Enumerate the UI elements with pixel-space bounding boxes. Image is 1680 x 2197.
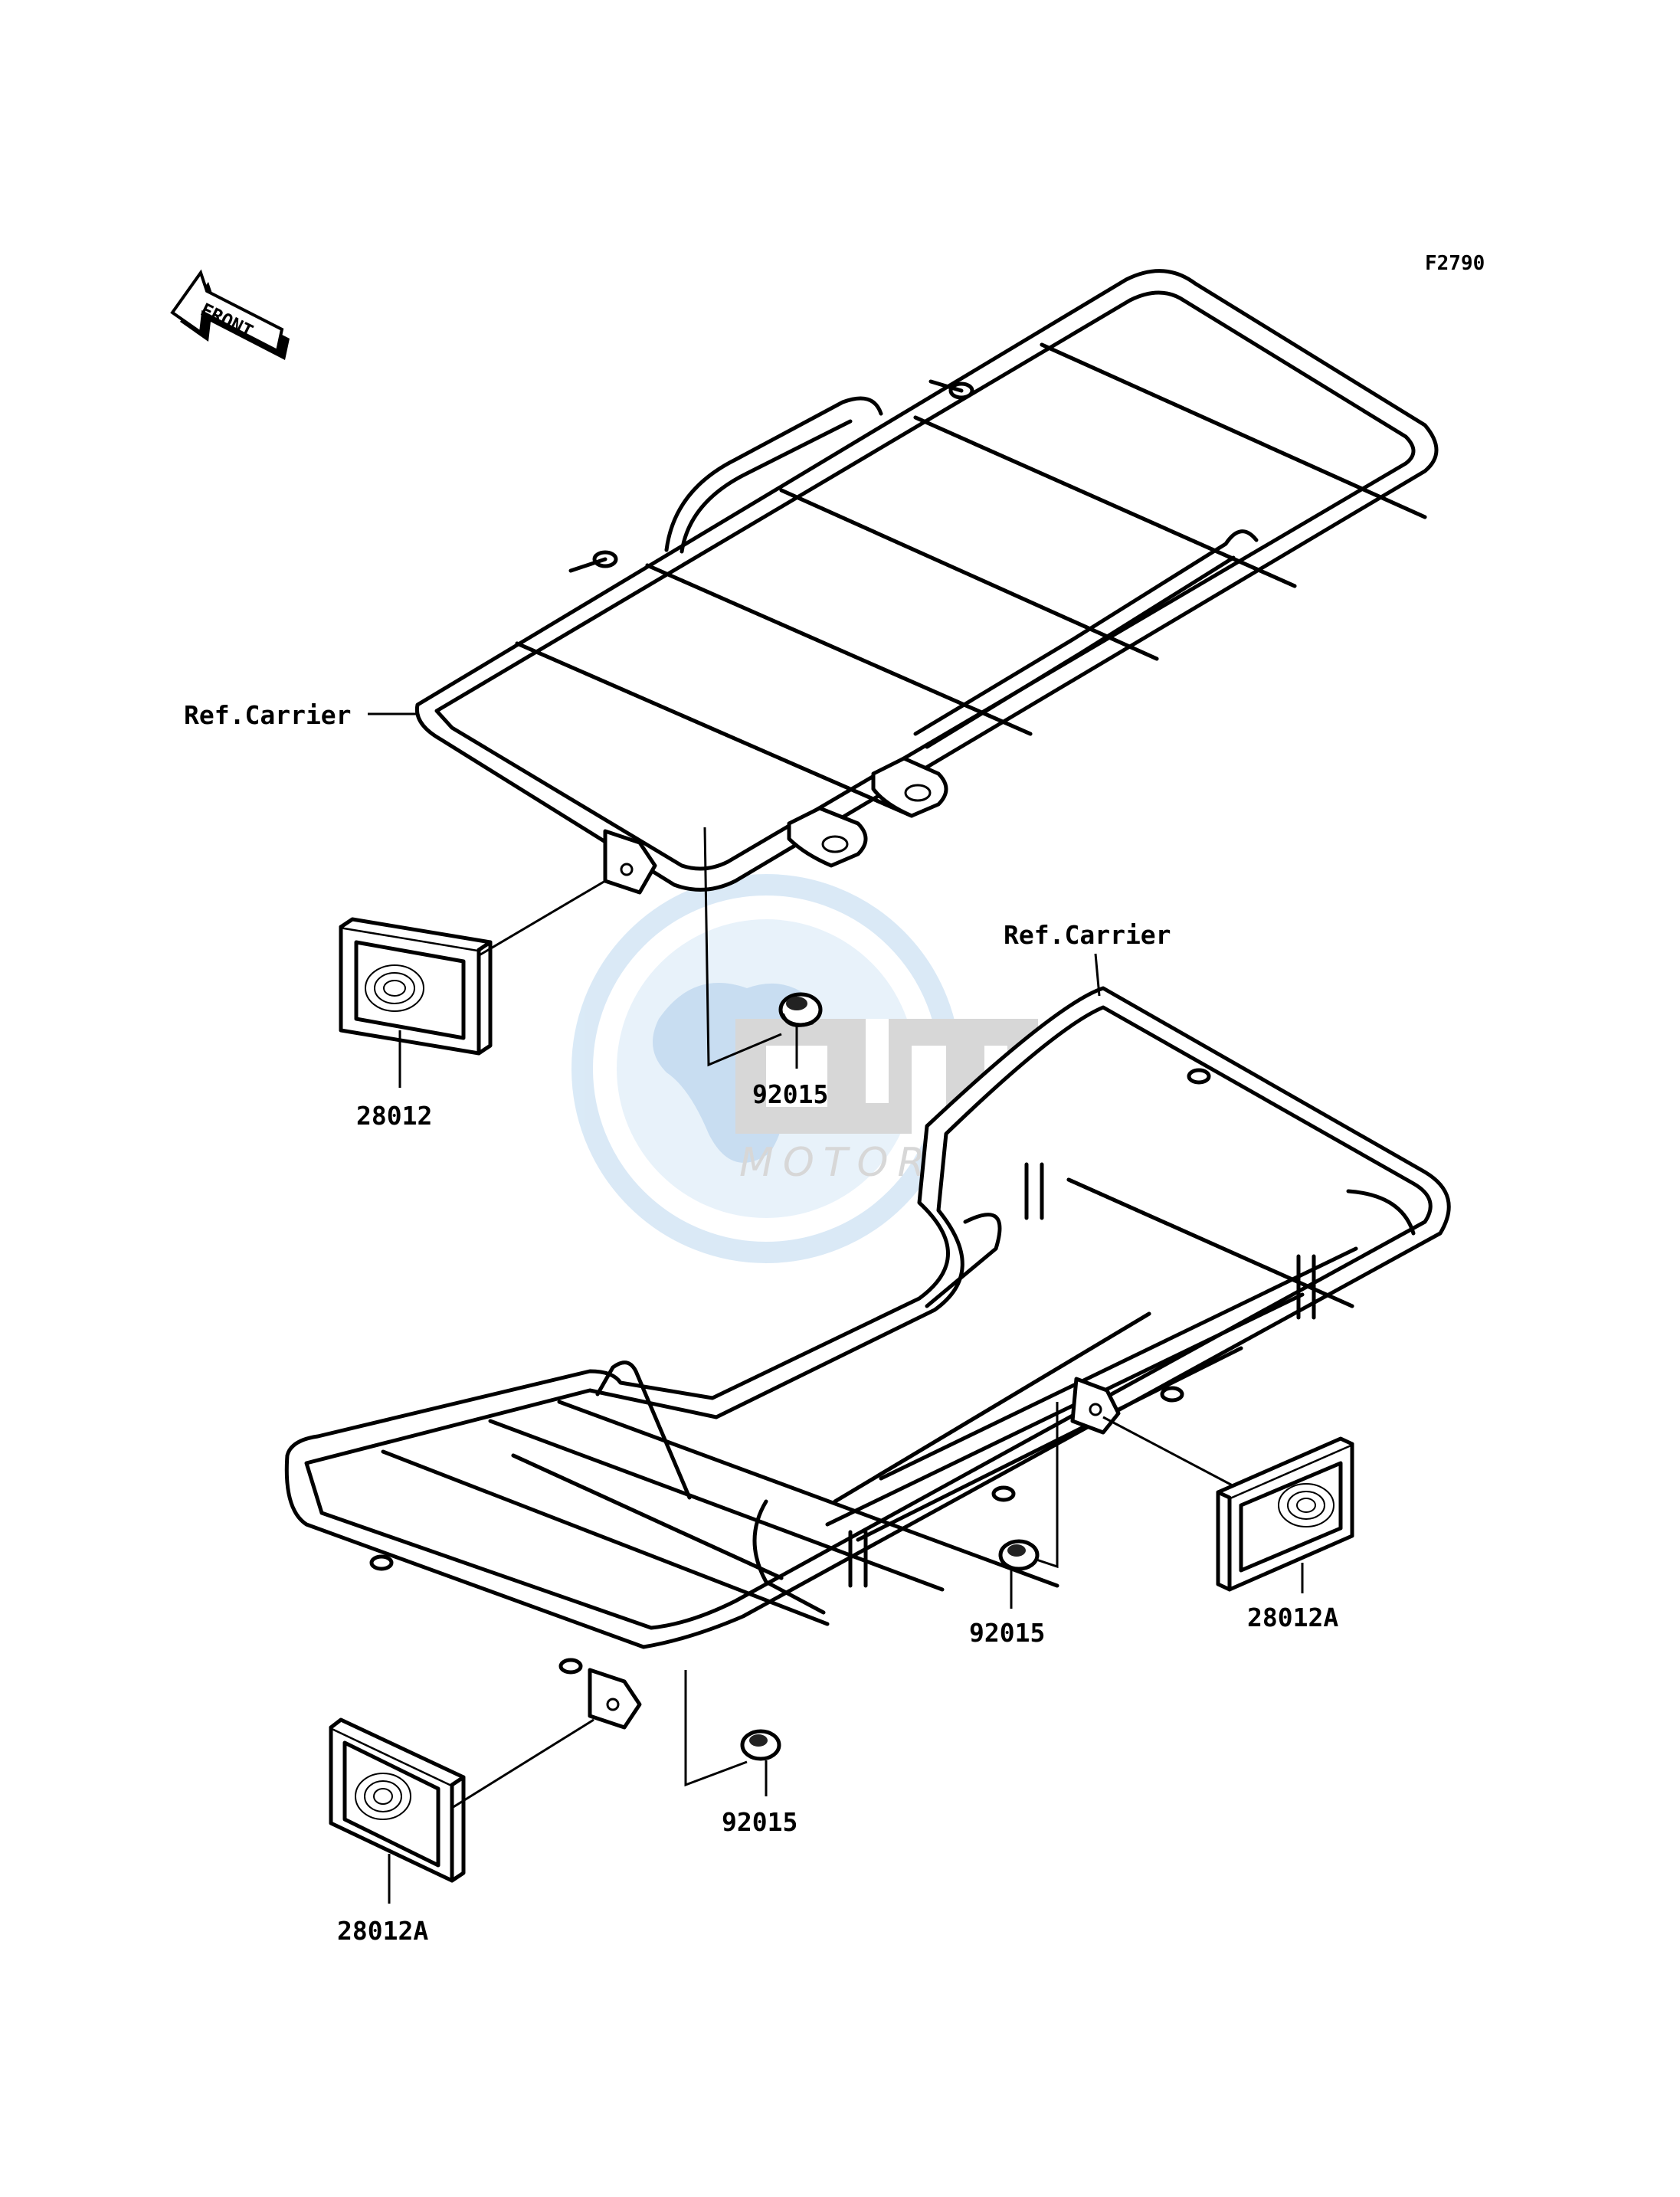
reflector-bottom-left-number: 28012A — [337, 1916, 428, 1946]
reflector-28012 — [339, 917, 493, 1056]
reflector-top-left-number: 28012 — [356, 1101, 432, 1131]
diagram-code: F2790 — [1425, 252, 1485, 275]
reflector-28012A-right — [1216, 1436, 1354, 1592]
top-carrier-label: Ref.Carrier — [184, 700, 352, 730]
bottom-carrier-rack — [284, 986, 1451, 1730]
grommet-bottom-number: 92015 — [722, 1807, 797, 1837]
bottom-carrier-label: Ref.Carrier — [1004, 920, 1171, 950]
reflector-pattern — [365, 964, 424, 1012]
grommet-92015-bottom — [740, 1729, 781, 1761]
grommet-mid-number: 92015 — [969, 1618, 1045, 1648]
grommet-92015-top — [778, 992, 823, 1027]
grommet-92015-mid — [998, 1539, 1040, 1571]
top-carrier-rack — [414, 269, 1439, 895]
reflector-pattern — [355, 1773, 411, 1820]
grommet-top-number: 92015 — [752, 1079, 828, 1109]
reflector-pattern — [1278, 1483, 1335, 1527]
reflector-right-number: 28012A — [1247, 1603, 1338, 1632]
reflector-28012A-bottom-left — [329, 1717, 466, 1883]
front-arrow-icon: FRONT — [170, 269, 290, 360]
